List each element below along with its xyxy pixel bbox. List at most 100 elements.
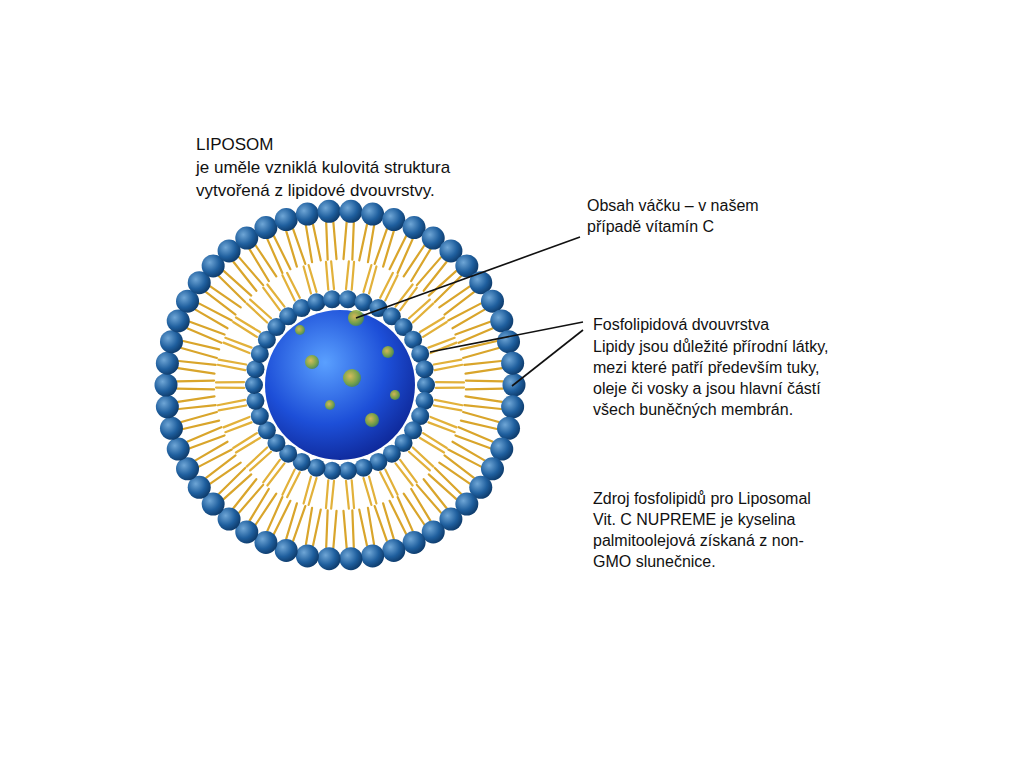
lipid-tail — [463, 348, 499, 358]
lipid-tail — [181, 412, 217, 422]
lipid-tail — [224, 474, 252, 499]
lipid-tail — [369, 266, 376, 293]
phospholipid-head — [245, 376, 263, 394]
vitamin-particle — [343, 369, 361, 387]
lipid-tail — [417, 257, 441, 285]
lipid-tail — [352, 480, 354, 508]
lipid-tail — [219, 360, 247, 365]
phospholipid-head — [411, 345, 429, 363]
lipid-tail — [210, 286, 240, 307]
phospholipid-head — [246, 392, 264, 410]
phospholipid-head — [155, 374, 178, 397]
lipid-tail — [398, 497, 413, 531]
lipid-tail — [343, 222, 346, 259]
lipid-tail — [380, 273, 393, 298]
lipid-tail — [465, 368, 502, 373]
lipid-tail — [210, 463, 240, 484]
lipid-tail — [267, 284, 284, 306]
diagram-title: LIPOSOM — [196, 133, 526, 156]
lipid-tail — [439, 463, 469, 484]
callout-text: Lipidy jsou důležité přírodní látky, mez… — [593, 336, 833, 420]
phospholipid-head — [160, 330, 183, 353]
lipid-tail — [263, 460, 280, 483]
lipid-tail — [346, 481, 349, 509]
lipid-tail — [250, 489, 269, 521]
phospholipid-head — [323, 290, 341, 308]
vitamin-particle — [325, 400, 335, 410]
lipid-tail — [435, 276, 461, 302]
lipid-tail — [326, 223, 327, 260]
phospholipid-head — [501, 352, 524, 375]
phospholipid-head — [275, 208, 298, 231]
lipid-tail — [436, 387, 464, 389]
lipid-tail — [247, 448, 268, 467]
phospholipid-head — [251, 407, 269, 425]
phospholipid-head — [167, 309, 190, 332]
lipid-tail — [383, 231, 394, 266]
lipid-tail — [429, 474, 457, 499]
phospholipid-head — [339, 462, 357, 480]
lipid-tail — [352, 223, 353, 260]
phospholipid-head — [382, 539, 405, 562]
lipid-tail — [411, 249, 430, 281]
lipid-tail — [464, 361, 501, 365]
lipid-tail — [359, 510, 367, 546]
lipid-tail — [380, 472, 393, 497]
phospholipid-head — [176, 457, 199, 480]
lipid-tail — [363, 478, 371, 505]
lipid-tail — [218, 365, 245, 370]
phospholipid-head — [339, 200, 362, 223]
phospholipid-head — [307, 293, 325, 311]
lipid-tail — [428, 338, 454, 348]
leader-line — [356, 237, 580, 318]
lipid-tail — [199, 303, 232, 320]
lipid-tail — [306, 508, 312, 545]
lipid-tail — [333, 222, 336, 259]
lipid-tail — [216, 381, 244, 383]
lipid-tail — [177, 379, 214, 382]
lipid-tail — [250, 249, 269, 281]
phospholipid-head — [416, 392, 434, 410]
lipid-tail — [282, 470, 294, 495]
phospholipid-head — [296, 203, 319, 226]
lipid-tail — [267, 239, 282, 273]
lipid-tail — [225, 338, 251, 348]
phospholipid-head — [481, 290, 504, 313]
phospholipid-head — [361, 203, 384, 226]
phospholipid-head — [490, 309, 513, 332]
lipid-tail — [293, 229, 305, 264]
lipid-tail — [287, 472, 300, 497]
lipid-tail — [177, 387, 214, 390]
lipid-tail — [179, 405, 216, 409]
phospholipid-head — [416, 360, 434, 378]
lipid-tail — [187, 427, 221, 441]
lipid-tail — [435, 400, 462, 405]
phospholipid-head — [339, 547, 362, 570]
lipid-tail — [396, 463, 413, 485]
lipid-tail — [423, 322, 447, 337]
lipid-tail — [239, 485, 263, 513]
lipid-tail — [352, 510, 353, 547]
lipid-tail — [195, 310, 227, 329]
lipid-tail — [218, 400, 245, 405]
lipid-tail — [274, 501, 291, 534]
leader-line — [512, 330, 583, 386]
lipid-tail — [178, 396, 215, 401]
phospholipid-head — [160, 417, 183, 440]
lipid-tail — [448, 450, 481, 467]
lipid-tail — [375, 506, 387, 541]
phospholipid-head — [254, 216, 277, 239]
leader-lines — [356, 237, 583, 386]
lipid-tail — [390, 501, 407, 534]
lipid-tail — [225, 422, 251, 432]
lipid-tail — [179, 361, 216, 365]
definition-text: je uměle vzniklá kulovitá struktura vytv… — [196, 156, 526, 202]
lipid-tail — [287, 273, 300, 298]
lipid-tail — [465, 396, 502, 401]
lipid-tail — [313, 224, 321, 260]
lipid-tail — [239, 257, 263, 285]
lipid-tail — [413, 303, 434, 322]
lipid-tail — [352, 262, 354, 290]
lipid-tail — [178, 368, 215, 373]
